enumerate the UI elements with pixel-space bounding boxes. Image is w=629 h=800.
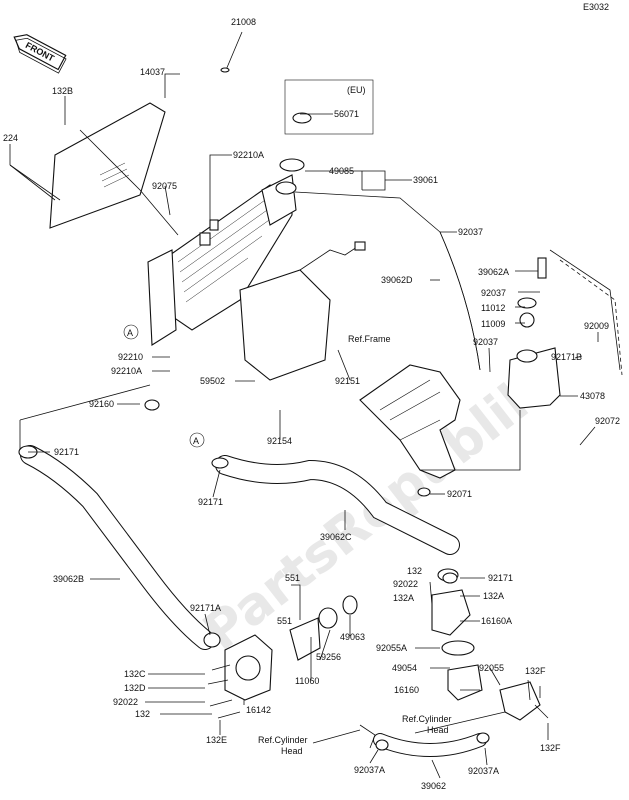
hose-39062: [359, 724, 487, 757]
part-label: 132: [407, 566, 422, 576]
hose-clamps: [144, 399, 490, 751]
overflow-hose: [439, 231, 481, 371]
bolts: [207, 581, 549, 719]
part-label: 16142: [246, 705, 271, 715]
part-label: 39062C: [320, 532, 352, 542]
part-label: 132E: [206, 735, 227, 745]
callout-lines: [9, 73, 623, 779]
part-label: 43078: [580, 391, 605, 401]
frame-bracket: [359, 364, 461, 479]
part-label: 14037: [140, 67, 165, 77]
part-number-labels: 21008 14037 132B 224 56071 92210A 49085 …: [3, 17, 620, 791]
eu-box: [284, 79, 374, 135]
part-label: 56071: [334, 109, 359, 119]
thermostat: [318, 607, 338, 629]
part-label: 132F: [525, 666, 546, 676]
part-label: 92071: [447, 489, 472, 499]
part-label: 551: [285, 573, 300, 583]
part-label: 551: [277, 616, 292, 626]
part-label: 132F: [540, 743, 561, 753]
reserve-tank: [507, 257, 561, 409]
part-label: 39062B: [53, 574, 84, 584]
part-label: 39062D: [381, 275, 413, 285]
water-pump: [224, 617, 321, 701]
part-label: 92009: [584, 321, 609, 331]
part-label: 92160: [89, 399, 114, 409]
front-direction-badge: FRONT: [13, 34, 67, 74]
part-label: 16160A: [481, 616, 512, 626]
part-label: 92210A: [111, 366, 142, 376]
part-label: 92055: [479, 663, 504, 673]
circle-a-marker-1: A: [123, 324, 139, 340]
part-label: 92022: [113, 697, 138, 707]
part-label: 92171: [54, 447, 79, 457]
part-label: 92151: [335, 376, 360, 386]
diagram-code: E3032: [583, 2, 609, 12]
part-label: 92037A: [354, 765, 385, 775]
part-label: 59502: [200, 376, 225, 386]
svg-text:A: A: [193, 436, 199, 446]
part-label: 49085: [329, 166, 354, 176]
hose-39062b: [18, 445, 215, 650]
part-label: 16160: [394, 685, 419, 695]
part-label: 39061: [413, 175, 438, 185]
part-label: 59256: [316, 652, 341, 662]
circle-a-marker-2: A: [189, 432, 205, 448]
part-label: 11060: [295, 676, 319, 686]
part-label: 224: [3, 133, 18, 143]
part-label: 132: [135, 709, 150, 719]
part-label: 92154: [267, 436, 292, 446]
radiator-cap: [275, 112, 312, 195]
part-label: 92037: [473, 337, 498, 347]
part-label: 11012: [481, 303, 505, 313]
radiator: [147, 174, 297, 346]
part-label: 49054: [392, 663, 417, 673]
part-label: 132B: [52, 86, 73, 96]
part-label: 11009: [481, 319, 505, 329]
part-label: 92037A: [468, 766, 499, 776]
part-label: 92171: [488, 573, 513, 583]
svg-text:A: A: [127, 328, 133, 338]
part-label: 92022: [393, 579, 418, 589]
part-label: 92210: [118, 352, 143, 362]
bolt-21008: [220, 31, 243, 73]
part-label: 39062: [421, 781, 446, 791]
part-label: 92037: [481, 288, 506, 298]
part-label: 132D: [124, 683, 146, 693]
part-label: 92171: [198, 497, 223, 507]
part-label: 92210A: [233, 150, 264, 160]
radiator-screen: [49, 102, 166, 229]
part-label: 132A: [393, 593, 414, 603]
part-label: 92037: [458, 227, 483, 237]
ref-frame-label: Ref.Frame: [348, 334, 391, 344]
part-label: 49063: [340, 632, 365, 642]
part-label: 92072: [595, 416, 620, 426]
part-label: 21008: [231, 17, 256, 27]
part-label: 92171B: [551, 352, 582, 362]
eu-box-label: (EU): [347, 85, 366, 95]
radiator-fan: [239, 241, 366, 381]
part-label: 132C: [124, 669, 146, 679]
part-label: 92075: [152, 181, 177, 191]
part-label: 92171A: [190, 603, 221, 613]
part-label: 92055A: [376, 643, 407, 653]
water-temp-sensor: [342, 595, 358, 615]
part-label: 132A: [483, 591, 504, 601]
hose-39062c: [215, 455, 460, 555]
part-label: 39062A: [478, 267, 509, 277]
